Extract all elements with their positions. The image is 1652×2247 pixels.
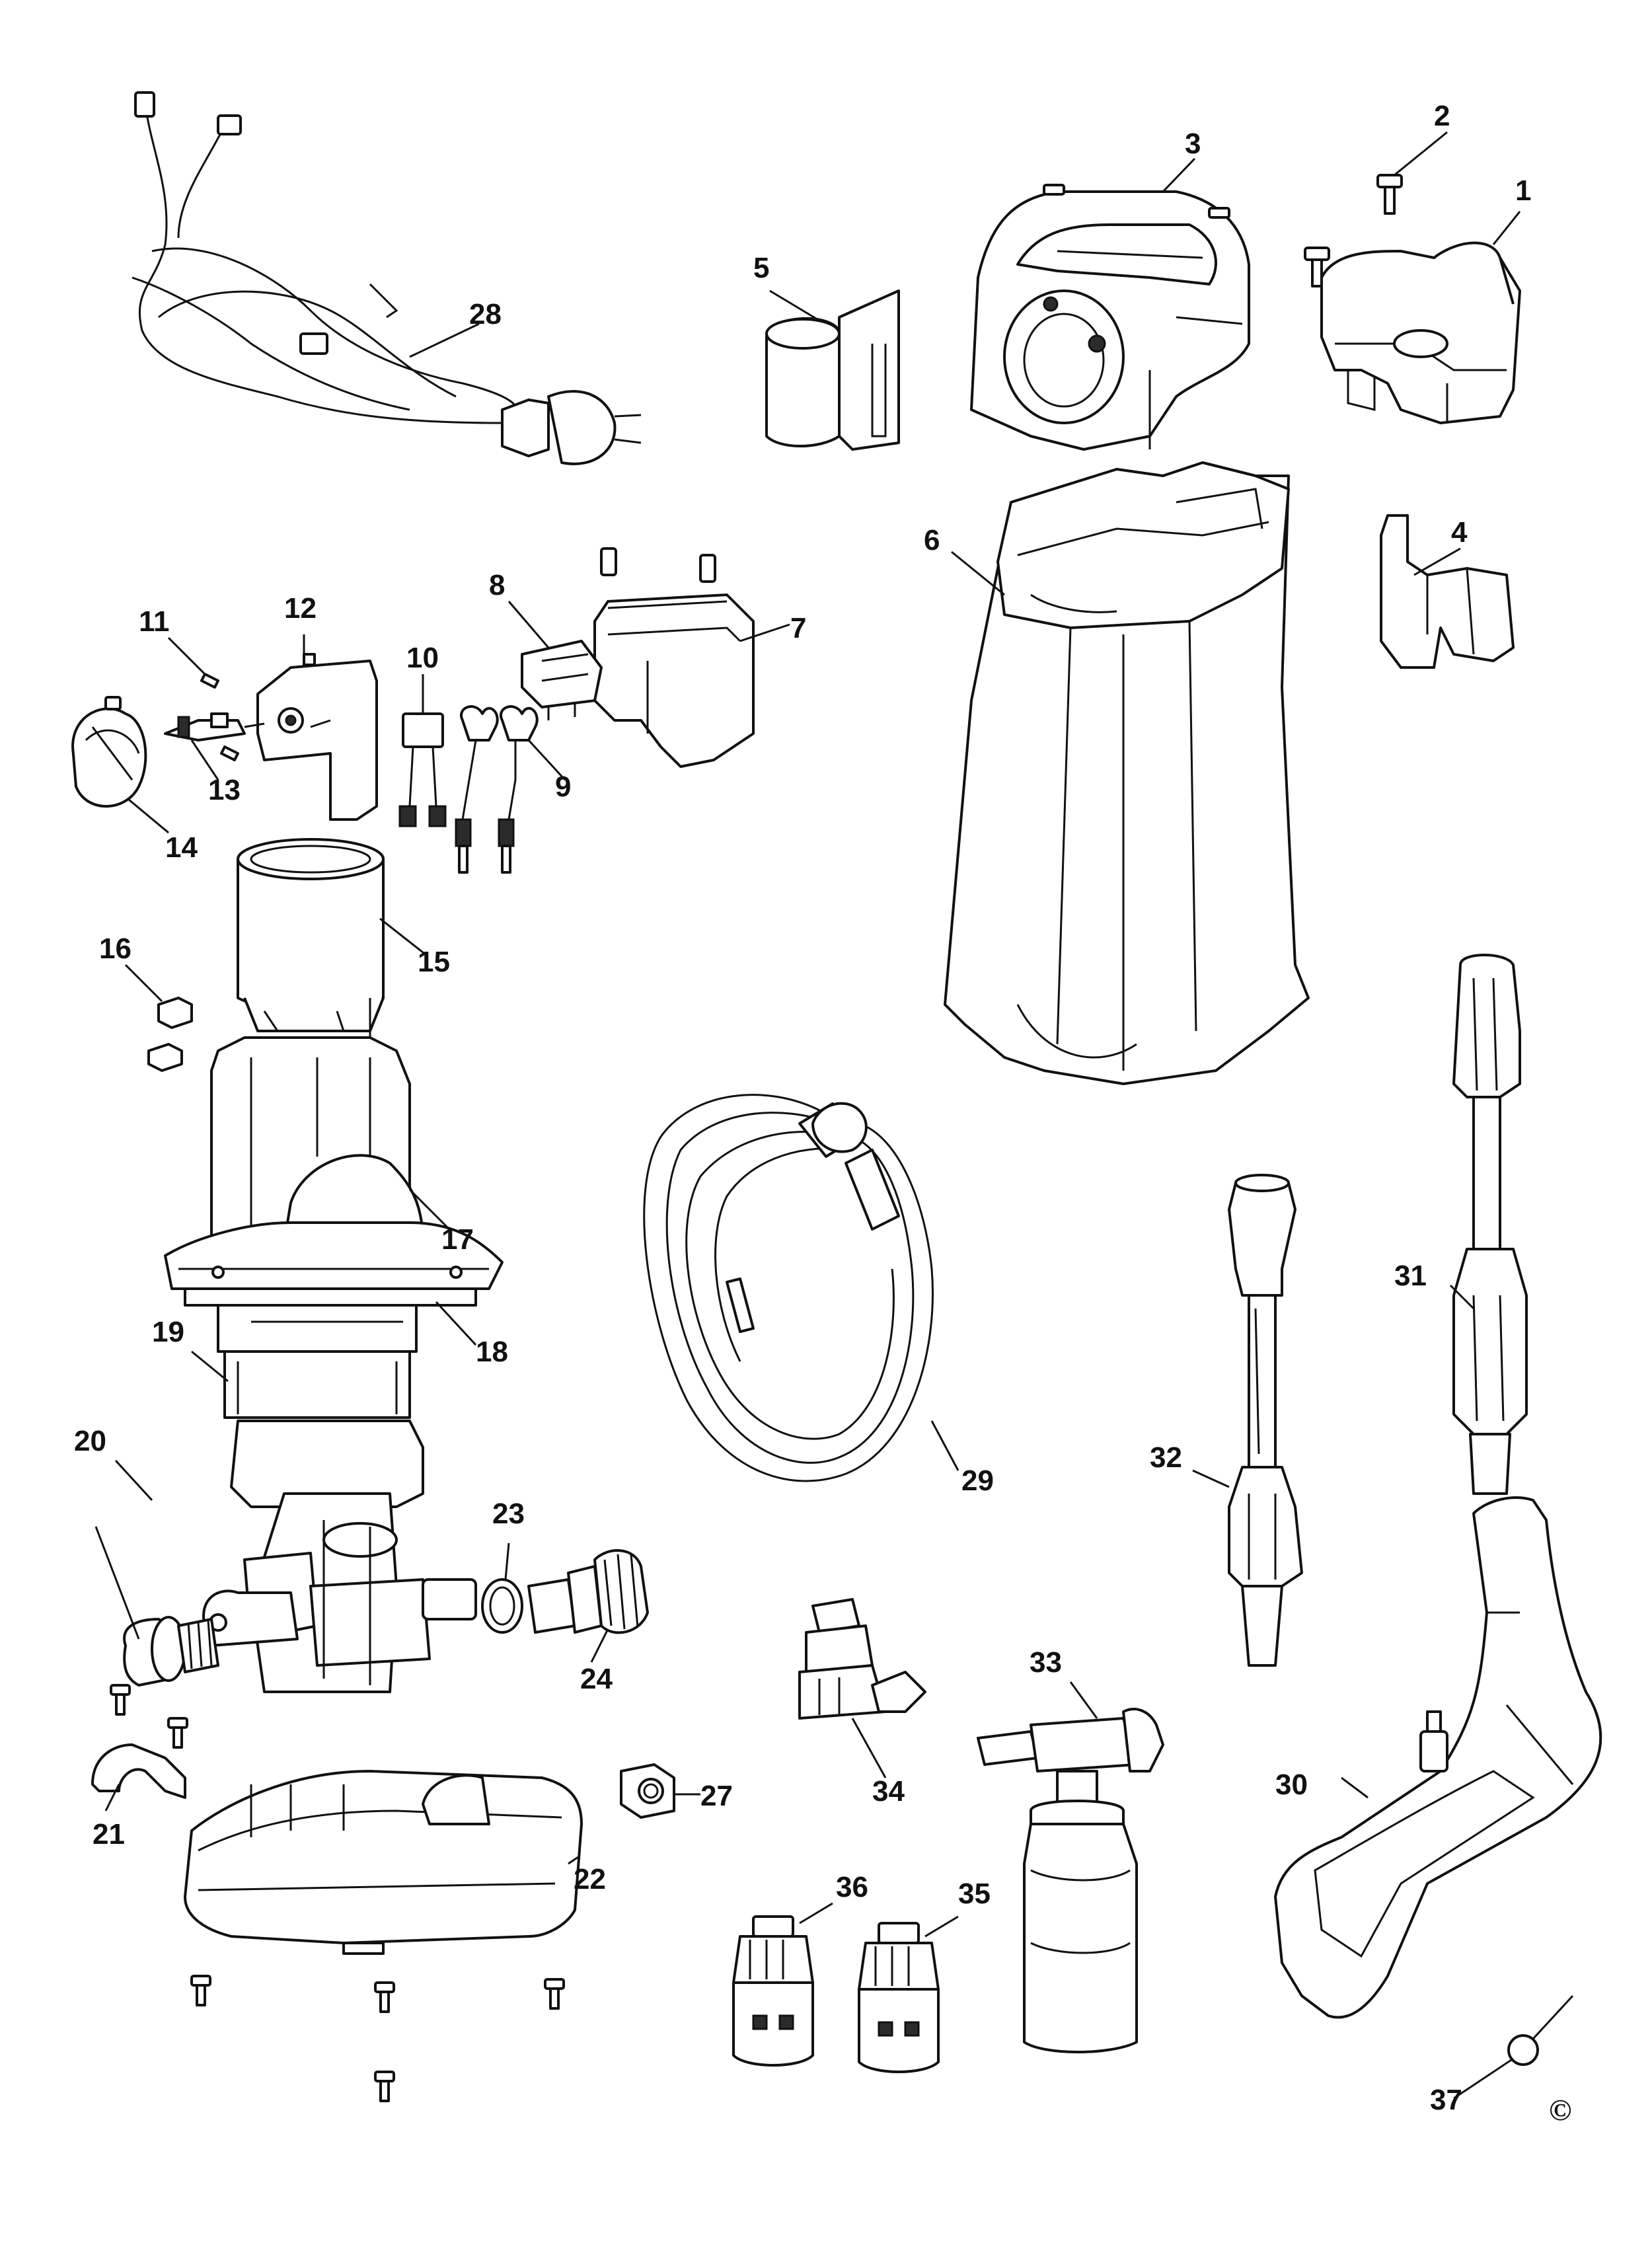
part-11-screws	[200, 673, 239, 761]
leader-lines	[94, 131, 1574, 2100]
callout-11: 11	[139, 605, 170, 638]
callout-labels: 1 2 3 4 5 6 7 8 9 10 11 12 13 14 15 16 1…	[74, 100, 1571, 2127]
part-33-detergent-bottle	[977, 1708, 1164, 2053]
part-7-switch-box	[593, 547, 755, 768]
callout-29: 29	[961, 1465, 994, 1497]
part-37-ball	[1507, 2034, 1539, 2066]
part-13-thermal-fuse	[164, 712, 265, 742]
callout-5: 5	[753, 252, 769, 284]
copyright-mark: ©	[1549, 2093, 1571, 2127]
part-17-motor-housing	[210, 1036, 424, 1264]
part-1-hose-bracket	[1320, 241, 1521, 424]
part-16-nuts	[147, 997, 193, 1072]
part-34-tap-connector	[798, 1598, 926, 1720]
part-6-main-housing	[944, 461, 1310, 1085]
callout-3: 3	[1185, 128, 1201, 160]
callout-13: 13	[208, 774, 241, 806]
pump-assembly	[202, 1420, 477, 1693]
callout-21: 21	[93, 1818, 125, 1850]
callout-7: 7	[790, 612, 806, 644]
callout-2: 2	[1434, 100, 1450, 132]
callout-10: 10	[406, 642, 439, 674]
part-28-power-cord	[131, 91, 642, 465]
callout-34: 34	[872, 1775, 905, 1808]
callout-9: 9	[555, 771, 571, 803]
callout-23: 23	[492, 1498, 525, 1530]
part-27-nut	[620, 1763, 675, 1819]
callout-19: 19	[152, 1316, 184, 1348]
part-19-motor-armature	[217, 1304, 418, 1419]
callout-6: 6	[924, 524, 940, 556]
callout-16: 16	[99, 933, 131, 965]
part-14-switch-knob	[71, 696, 147, 808]
callout-8: 8	[489, 569, 505, 601]
callout-33: 33	[1030, 1646, 1062, 1679]
callout-20: 20	[74, 1425, 106, 1457]
part-20-inlet-cap	[123, 1616, 219, 1687]
callout-37: 37	[1430, 2084, 1462, 2116]
part-35-quick-coupling	[858, 1922, 940, 2073]
part-3-top-housing	[970, 184, 1250, 451]
callout-36: 36	[836, 1871, 868, 1903]
callout-22: 22	[574, 1863, 606, 1895]
part-18-flange	[164, 1221, 504, 1307]
part-9-carbon-brushes	[455, 705, 539, 874]
part-24-outlet-connector	[527, 1549, 649, 1634]
callout-15: 15	[418, 946, 450, 978]
part-32-variable-lance	[1228, 1174, 1303, 1667]
part-5-holder	[765, 289, 900, 451]
part-29-hose	[643, 1094, 934, 1482]
part-12-mounting-plate	[256, 653, 378, 821]
part-23-o-ring	[481, 1578, 523, 1634]
callout-4: 4	[1451, 516, 1468, 549]
part-8-switch	[521, 640, 603, 720]
callout-14: 14	[165, 831, 198, 864]
callout-30: 30	[1275, 1769, 1308, 1801]
part-30-spray-gun	[1274, 1496, 1602, 2019]
part-10-capacitor	[398, 712, 447, 827]
part-21-clamp	[91, 1684, 188, 1799]
part-36-quick-coupling	[732, 1915, 814, 2067]
callout-32: 32	[1150, 1441, 1182, 1474]
callout-35: 35	[958, 1878, 991, 1910]
callout-1: 1	[1515, 174, 1531, 207]
callout-31: 31	[1394, 1260, 1427, 1292]
callout-18: 18	[476, 1336, 508, 1368]
part-2-screws	[1304, 174, 1403, 287]
part-22-base	[184, 1770, 583, 2102]
callout-27: 27	[700, 1780, 733, 1812]
callout-24: 24	[580, 1663, 613, 1695]
part-4-accessory-clip	[1380, 514, 1515, 669]
callout-12: 12	[284, 592, 317, 625]
callout-28: 28	[469, 298, 502, 330]
part-31-lance	[1452, 954, 1528, 1495]
part-15-motor-cover	[237, 838, 385, 1057]
callout-17: 17	[441, 1223, 474, 1256]
